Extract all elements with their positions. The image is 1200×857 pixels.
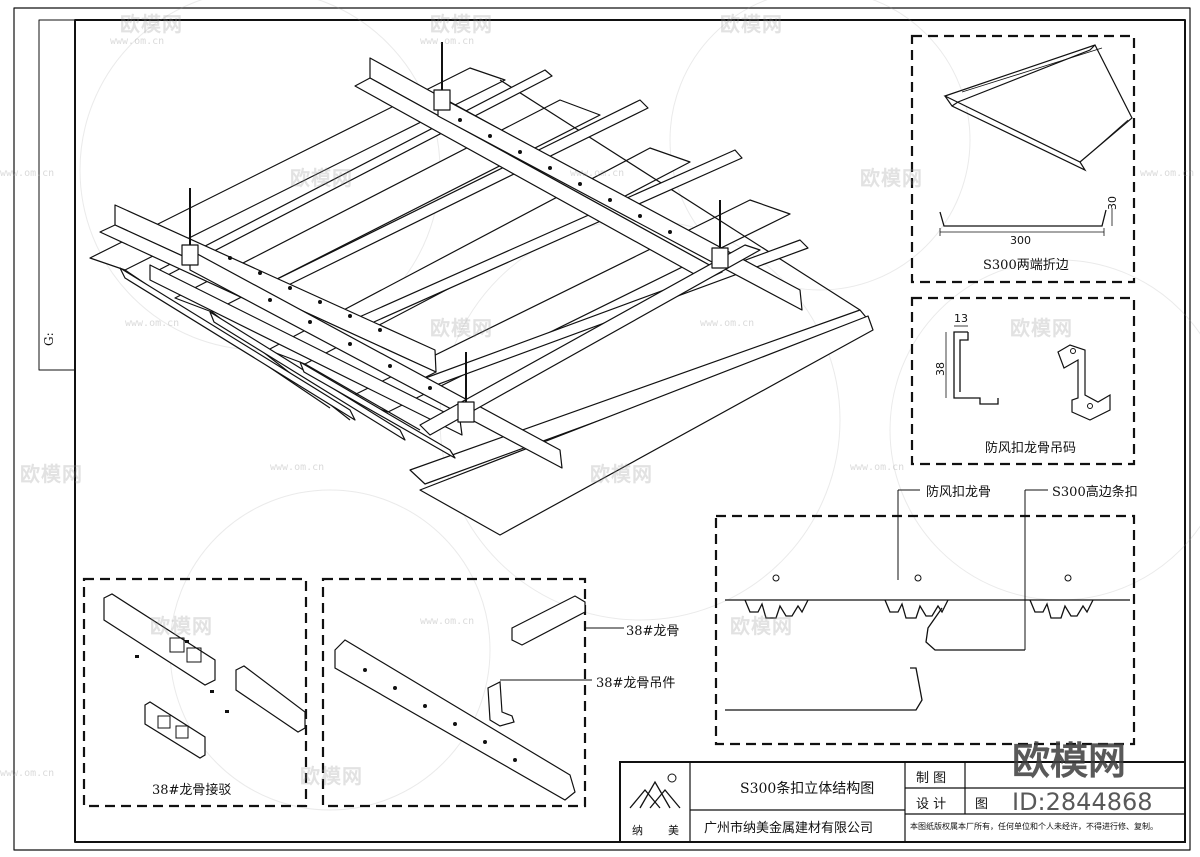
dimension-clip-width: 13 [954, 312, 968, 325]
logo-char-left: 纳 [632, 824, 643, 837]
watermark-url: www.om.cn [850, 462, 905, 473]
drawing-title: S300条扣立体结构图 [740, 781, 875, 797]
title-block-row1-label: 制 图 [916, 771, 947, 786]
watermark-logo: 欧模网 [120, 12, 183, 36]
detail-s300-edge-title: S300两端折边 [983, 258, 1069, 273]
callout-38-keel: 38#龙骨 [626, 624, 680, 639]
watermark-logo: 欧模网 [150, 614, 213, 638]
side-label: G: [42, 332, 56, 346]
watermark-url: www.om.cn [420, 616, 475, 627]
title-block-row2-field: 图 [975, 797, 989, 812]
watermark-logo: 欧模网 [300, 764, 363, 788]
isometric-assembly [89, 42, 874, 536]
detail-wind-clip [910, 296, 1136, 466]
watermark-logo: 欧模网 [860, 166, 923, 190]
watermark-url: www.om.cn [570, 168, 625, 179]
company-name: 广州市纳美金属建材有限公司 [704, 821, 874, 836]
watermark-url: www.om.cn [0, 768, 55, 779]
drawing-frame-outer [13, 7, 1191, 851]
main-keel [419, 244, 761, 436]
detail-s300-edge [910, 34, 1136, 284]
watermark-logo: 欧模网 [1010, 316, 1073, 340]
company-logo-icon [629, 773, 681, 809]
dimension-height: 30 [1106, 196, 1119, 210]
detail-wind-clip-title: 防风扣龙骨吊码 [985, 441, 1077, 456]
logo-char-right: 美 [668, 824, 679, 837]
title-block [619, 761, 1186, 843]
watermark-url: www.om.cn [420, 36, 475, 47]
detail-keel-joint [82, 577, 308, 808]
watermark-url: www.om.cn [0, 168, 55, 179]
watermark-url: www.om.cn [1140, 168, 1195, 179]
brand-overlay-id: ID:2844868 [1012, 788, 1153, 816]
detail-keel-parts [321, 577, 624, 808]
watermark-logo: 欧模网 [20, 462, 83, 486]
watermark-logo: 欧模网 [430, 12, 493, 36]
watermark-url: www.om.cn [700, 318, 755, 329]
detail-keel-joint-title: 38#龙骨接驳 [152, 783, 232, 798]
ceiling-panel [89, 67, 506, 271]
watermark-logo: 欧模网 [730, 614, 793, 638]
watermark-logo: 欧模网 [290, 166, 353, 190]
section-view [714, 489, 1136, 746]
brand-overlay-name: 欧模网 [1012, 739, 1127, 783]
watermark-url: www.om.cn [270, 462, 325, 473]
callout-38-keel-hanger: 38#龙骨吊件 [596, 676, 676, 691]
dimension-clip-height: 38 [934, 362, 947, 376]
watermark-url: www.om.cn [125, 318, 180, 329]
watermark-logo: 欧模网 [720, 12, 783, 36]
watermark-url: www.om.cn [110, 36, 165, 47]
watermark-logo: 欧模网 [590, 462, 653, 486]
ceiling-panel [419, 315, 874, 536]
dimension-width: 300 [1010, 234, 1031, 247]
callout-s300-panel: S300高边条扣 [1052, 485, 1138, 500]
main-keel [149, 264, 463, 436]
watermark-logo: 欧模网 [430, 316, 493, 340]
callout-wind-keel: 防风扣龙骨 [926, 485, 992, 500]
title-block-footnote: 本图纸版权属本厂所有，任何单位和个人未经许，不得进行修、复制。 [910, 822, 1158, 831]
side-label-box [38, 19, 76, 371]
title-block-row2-label: 设 计 [916, 797, 947, 812]
